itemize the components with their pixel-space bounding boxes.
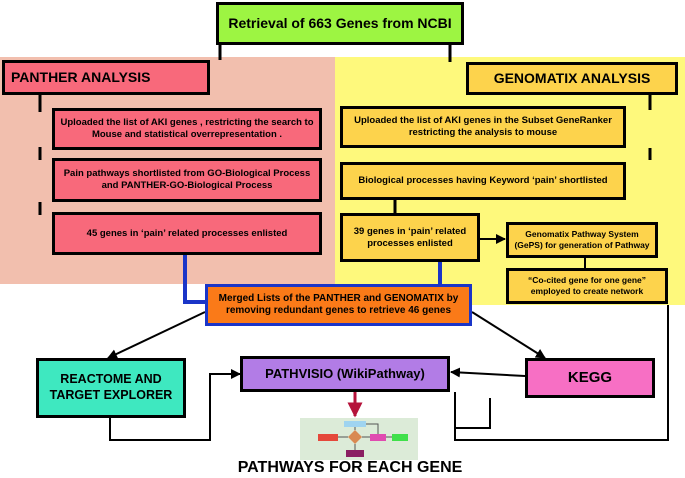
panther-header-label: PANTHER ANALYSIS [11, 68, 151, 85]
merged-box: Merged Lists of the PANTHER and GENOMATI… [205, 284, 472, 326]
pathvisio-box: PATHVISIO (WikiPathway) [240, 356, 450, 392]
kegg-box: KEGG [525, 358, 655, 398]
geps-box: Genomatix Pathway System (GePS) for gene… [506, 222, 658, 258]
retrieval-label: Retrieval of 663 Genes from NCBI [228, 14, 452, 31]
kegg-label: KEGG [567, 368, 613, 386]
genomatix-step-upload-text: Uploaded the list of AKI genes in the Su… [354, 115, 612, 138]
retrieval-box: Retrieval of 663 Genes from NCBI [216, 2, 464, 45]
genomatix-step-keyword: Biological processes having Keyword ‘pai… [340, 162, 626, 200]
panther-step-shortlist: Pain pathways shortlisted from GO-Biolog… [52, 158, 322, 202]
cocited-box: “Co-cited gene for one gene” employed to… [506, 268, 668, 304]
merged-text: Merged Lists of the PANTHER and GENOMATI… [218, 292, 459, 317]
geps-text: Genomatix Pathway System (GePS) for gene… [514, 229, 650, 250]
genomatix-step-upload: Uploaded the list of AKI genes in the Su… [340, 106, 626, 148]
panther-header: PANTHER ANALYSIS [2, 60, 210, 95]
panther-step-genes-text: 45 genes in ‘pain’ related processes enl… [86, 227, 288, 239]
cocited-text: “Co-cited gene for one gene” employed to… [527, 275, 647, 296]
genomatix-header: GENOMATIX ANALYSIS [466, 62, 678, 95]
reactome-label: REACTOME AND TARGET EXPLORER [49, 372, 173, 402]
panther-step-shortlist-text: Pain pathways shortlisted from GO-Biolog… [63, 168, 311, 191]
genomatix-step-genes-text: 39 genes in ‘pain’ related processes enl… [353, 225, 467, 249]
pathway-diagram-icon [318, 421, 408, 457]
genomatix-header-label: GENOMATIX ANALYSIS [493, 69, 651, 86]
panther-step-upload: Uploaded the list of AKI genes , restric… [52, 108, 322, 150]
panther-step-upload-text: Uploaded the list of AKI genes , restric… [60, 117, 314, 140]
genomatix-step-genes: 39 genes in ‘pain’ related processes enl… [340, 213, 480, 262]
caption: PATHWAYS FOR EACH GENE [237, 459, 463, 476]
pathway-thumbnail [300, 418, 418, 460]
pathvisio-label: PATHVISIO (WikiPathway) [265, 365, 425, 381]
genomatix-step-keyword-text: Biological processes having Keyword ‘pai… [358, 175, 608, 187]
reactome-box: REACTOME AND TARGET EXPLORER [36, 358, 186, 418]
panther-step-genes: 45 genes in ‘pain’ related processes enl… [52, 212, 322, 255]
